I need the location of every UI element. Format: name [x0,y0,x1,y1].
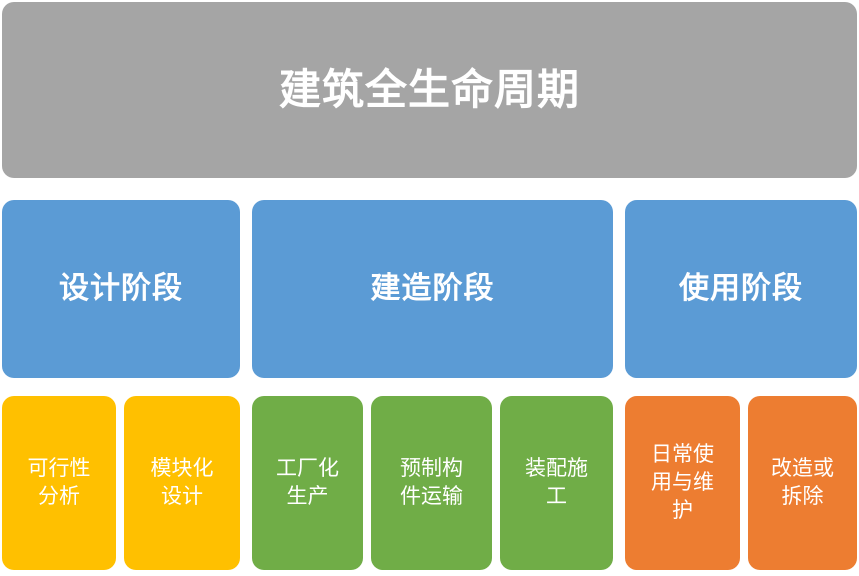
task-node-label: 可行性 分析 [27,456,91,508]
task-node-label: 模块化 设计 [150,456,214,508]
task-node-factory-production[interactable]: 工厂化 生产 [252,396,363,570]
phase-node-design[interactable]: 设计阶段 [2,200,240,378]
task-node-label: 预制构 件运输 [400,456,463,508]
task-node-prefab-transport[interactable]: 预制构 件运输 [371,396,492,570]
task-node-modular-design[interactable]: 模块化 设计 [124,396,240,570]
phase-node-operation[interactable]: 使用阶段 [625,200,857,378]
phase-node-construction[interactable]: 建造阶段 [252,200,613,378]
task-node-label: 日常使 用与维 护 [651,442,714,522]
root-node-label: 建筑全生命周期 [278,65,580,115]
task-node-label: 改造或 拆除 [771,456,834,508]
task-node-renovation-demolition[interactable]: 改造或 拆除 [748,396,857,570]
task-node-feasibility-analysis[interactable]: 可行性 分析 [2,396,116,570]
task-node-label: 工厂化 生产 [276,456,339,508]
phase-node-label: 设计阶段 [59,271,183,307]
task-node-assembly-construction[interactable]: 装配施 工 [500,396,613,570]
task-node-daily-use-maintenance[interactable]: 日常使 用与维 护 [625,396,740,570]
phase-node-label: 建造阶段 [370,271,495,307]
task-node-label: 装配施 工 [525,456,588,508]
phase-node-label: 使用阶段 [679,271,803,307]
root-node-building-lifecycle[interactable]: 建筑全生命周期 [2,2,857,178]
